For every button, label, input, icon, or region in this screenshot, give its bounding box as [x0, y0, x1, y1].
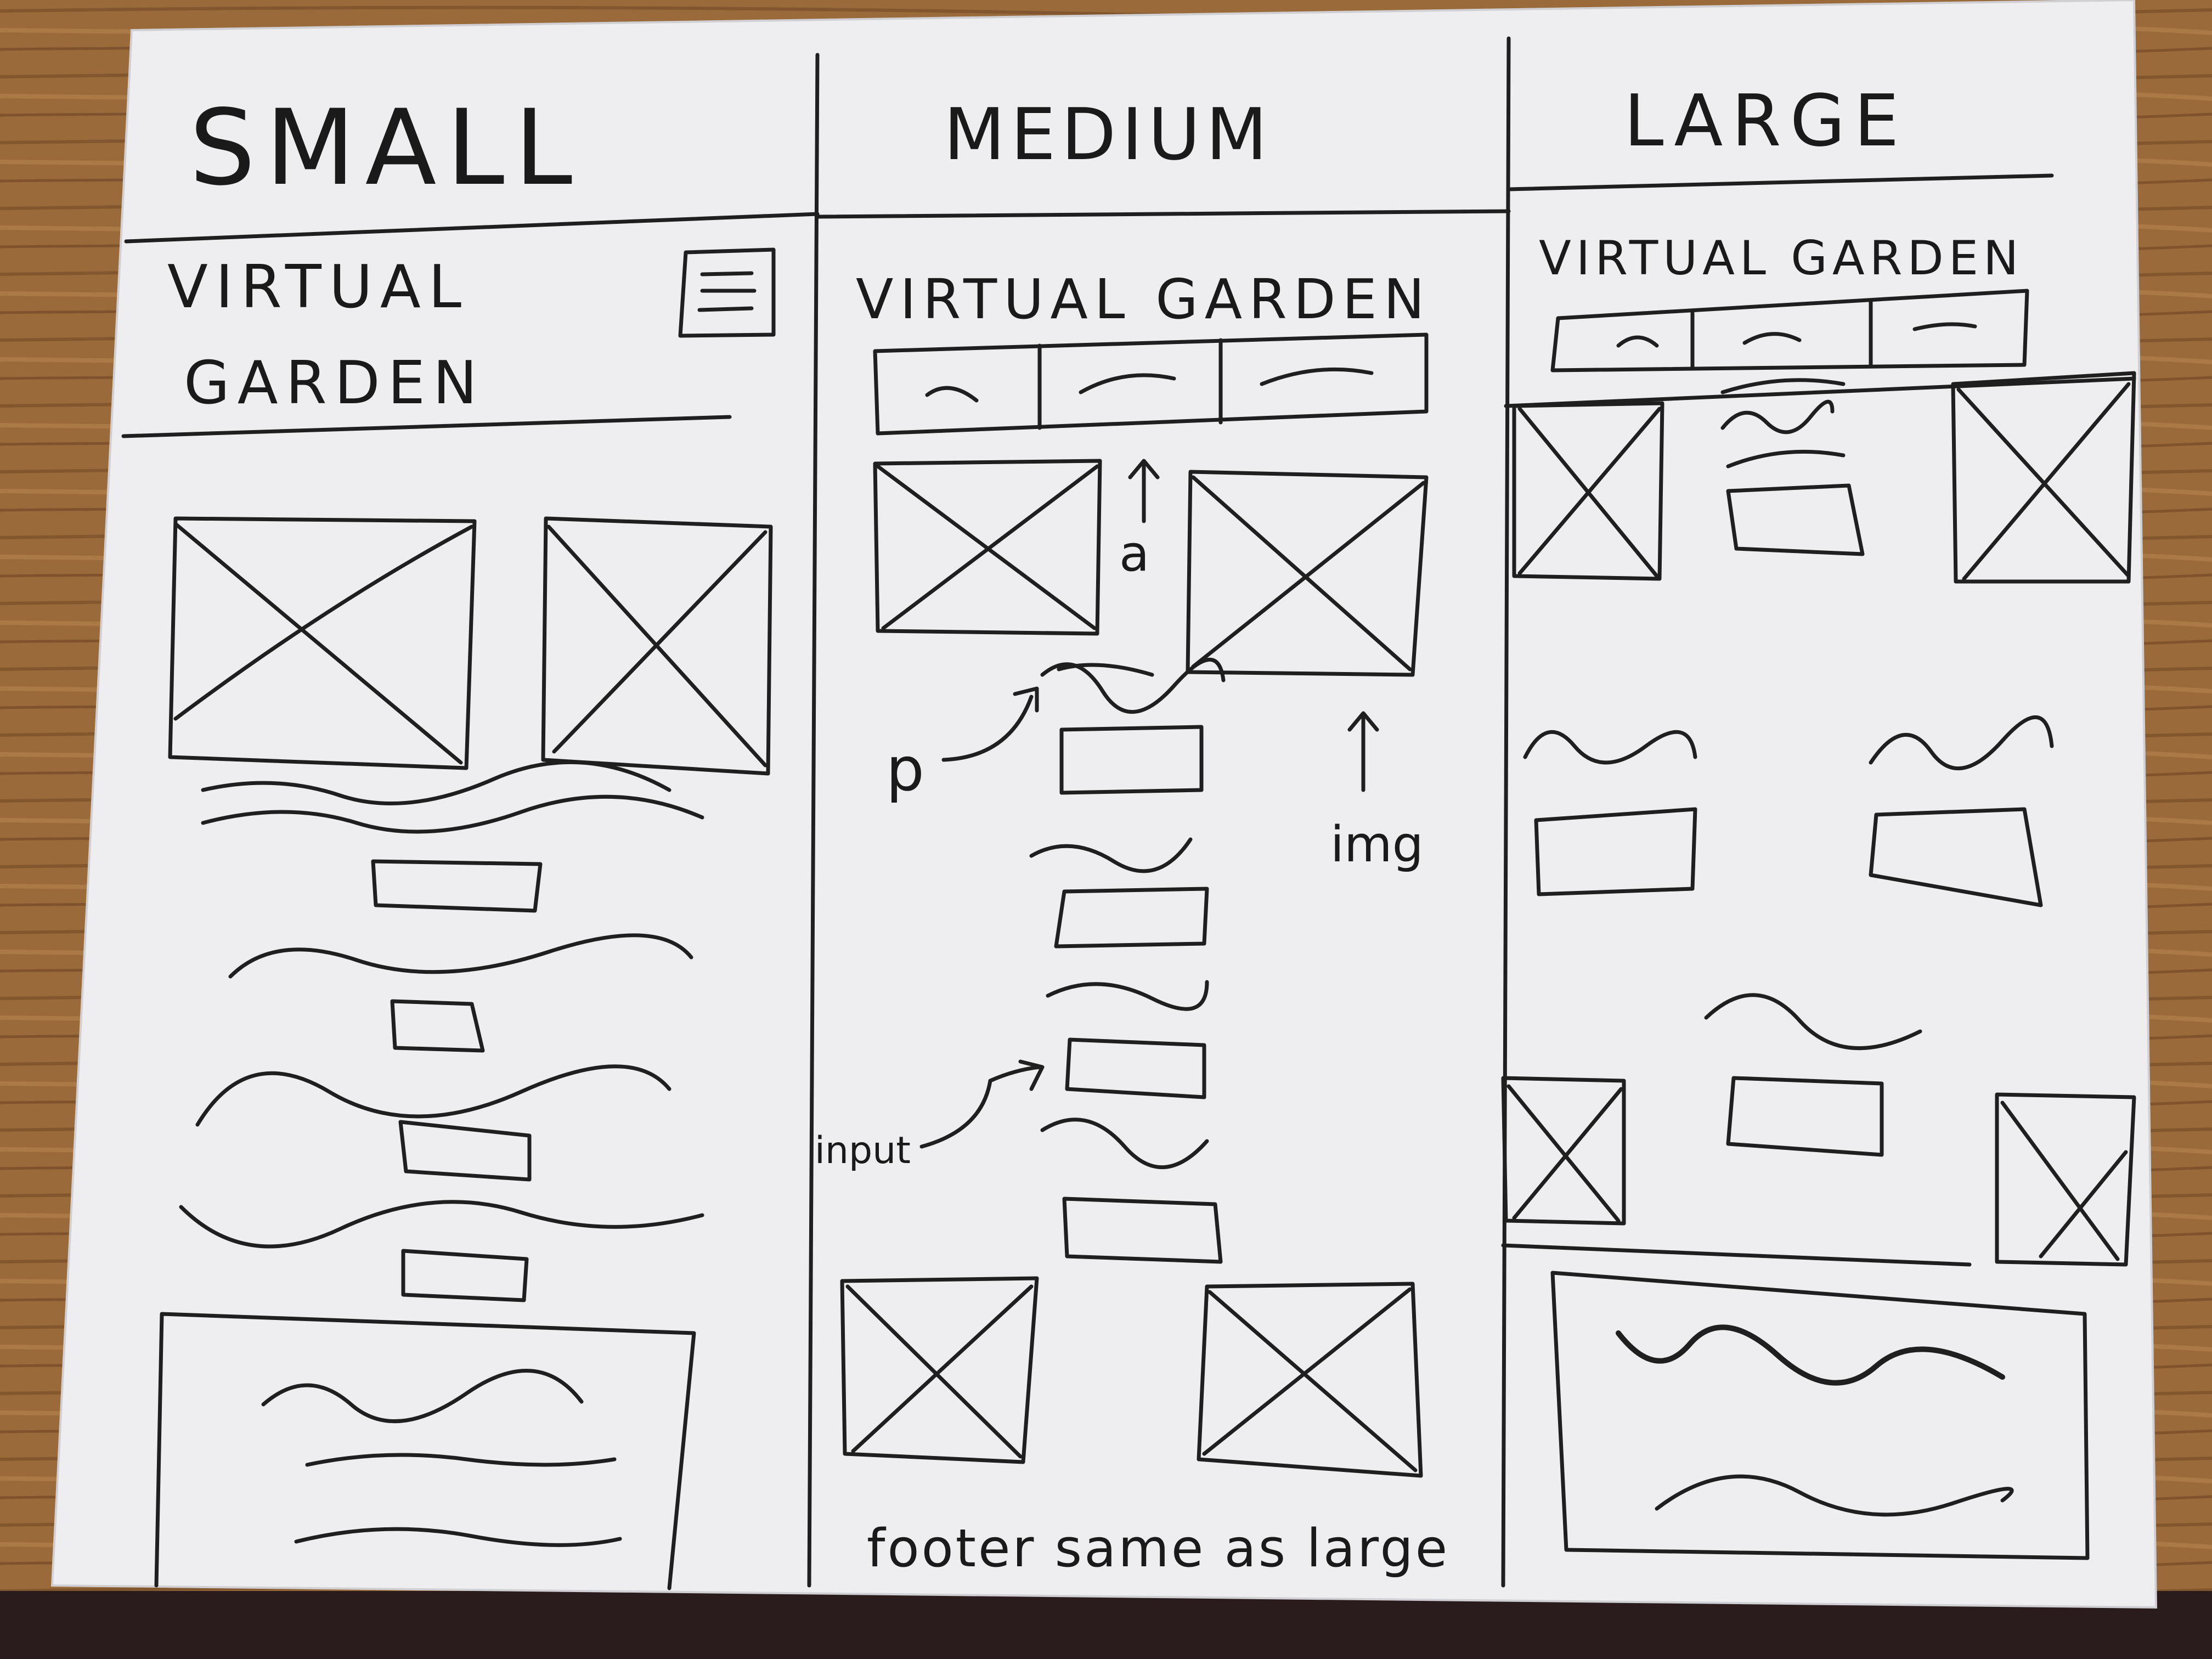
medium-site-title: VIRTUAL GARDEN: [856, 267, 1431, 331]
medium-image-placeholder-2: [1186, 470, 1429, 677]
large-image-placeholder-1: [1512, 401, 1664, 581]
nav-link-squiggle: [1912, 322, 1977, 331]
small-site-title-line2: GARDEN: [184, 349, 485, 417]
medium-input-box: [1062, 1197, 1223, 1264]
medium-image-placeholder-3: [840, 1276, 1039, 1464]
large-image-placeholder-3: [1501, 1076, 1626, 1226]
small-input-box: [401, 1249, 529, 1302]
large-footer-box: [1550, 1271, 2090, 1560]
medium-image-placeholder-4: [1197, 1282, 1423, 1478]
medium-image-placeholder-1: [873, 459, 1102, 636]
small-input-box: [390, 999, 485, 1053]
arrow-img: [1347, 711, 1379, 792]
large-text-squiggle: [1523, 730, 1697, 765]
large-section-rule: [1501, 1243, 1972, 1267]
small-site-title-line1: VIRTUAL: [167, 253, 469, 321]
annotation-a: a: [1119, 525, 1149, 583]
small-text-squiggle: [201, 760, 672, 805]
heading-rule-large: [1506, 173, 2054, 191]
large-nav-bar: [1550, 289, 2029, 373]
large-site-title: VIRTUAL GARDEN: [1539, 231, 2023, 286]
divider-left: [807, 53, 820, 1588]
nav-link-squiggle: [1742, 332, 1802, 345]
medium-text-squiggle: [1029, 837, 1193, 873]
arrow-input: [919, 1059, 1045, 1149]
arrow-a: [1128, 459, 1160, 523]
medium-nav-bar: [873, 332, 1429, 436]
large-text-squiggle: [1704, 993, 1922, 1051]
nav-link-squiggle: [1616, 335, 1659, 348]
nav-link-squiggle: [925, 386, 979, 403]
small-text-squiggle: [201, 794, 704, 834]
small-input-box: [398, 1120, 532, 1182]
nav-link-squiggle: [1079, 373, 1176, 394]
small-footer-box: [154, 1312, 696, 1590]
large-text-squiggle: [1869, 715, 2054, 771]
medium-input-box: [1065, 1037, 1206, 1099]
large-header-rule: [1504, 376, 2136, 408]
large-input-box: [1726, 483, 1865, 556]
arrow-p: [941, 686, 1039, 762]
medium-text-squiggle: [1046, 980, 1209, 1011]
large-image-placeholder-4: [1995, 1092, 2136, 1267]
large-image-placeholder-2: [1951, 371, 2136, 584]
small-text-squiggle: [179, 1200, 704, 1249]
medium-input-box: [1059, 725, 1204, 795]
heading-rule-medium: [815, 209, 1511, 219]
large-input-box: [1534, 807, 1697, 896]
large-text-squiggle: [1720, 378, 1846, 394]
divider-right: [1501, 36, 1511, 1588]
large-input-box: [1726, 1076, 1884, 1157]
medium-column-heading: MEDIUM: [944, 93, 1273, 176]
large-text-squiggle: [1720, 399, 1835, 435]
large-text-squiggle: [1726, 449, 1846, 469]
large-column-heading: LARGE: [1624, 79, 1908, 162]
medium-footer-note: footer same as large: [867, 1519, 1449, 1579]
annotation-input: input: [815, 1129, 911, 1172]
annotation-img: img: [1330, 816, 1424, 873]
heading-rule-small: [124, 212, 820, 244]
small-text-squiggle: [195, 1064, 672, 1127]
small-input-box: [371, 859, 543, 913]
large-input-box: [1869, 807, 2043, 907]
hamburger-menu-icon: [678, 247, 776, 338]
small-text-squiggle: [228, 933, 693, 979]
medium-input-box: [1054, 887, 1209, 949]
small-image-placeholder-2: [541, 516, 773, 776]
small-image-placeholder-1: [168, 516, 477, 770]
small-column-heading: SMALL: [189, 87, 582, 208]
annotation-p: p: [886, 734, 924, 804]
medium-text-squiggle: [1057, 663, 1154, 677]
small-header-rule: [121, 415, 732, 438]
medium-text-squiggle: [1040, 1118, 1209, 1170]
nav-link-squiggle: [1260, 367, 1374, 386]
